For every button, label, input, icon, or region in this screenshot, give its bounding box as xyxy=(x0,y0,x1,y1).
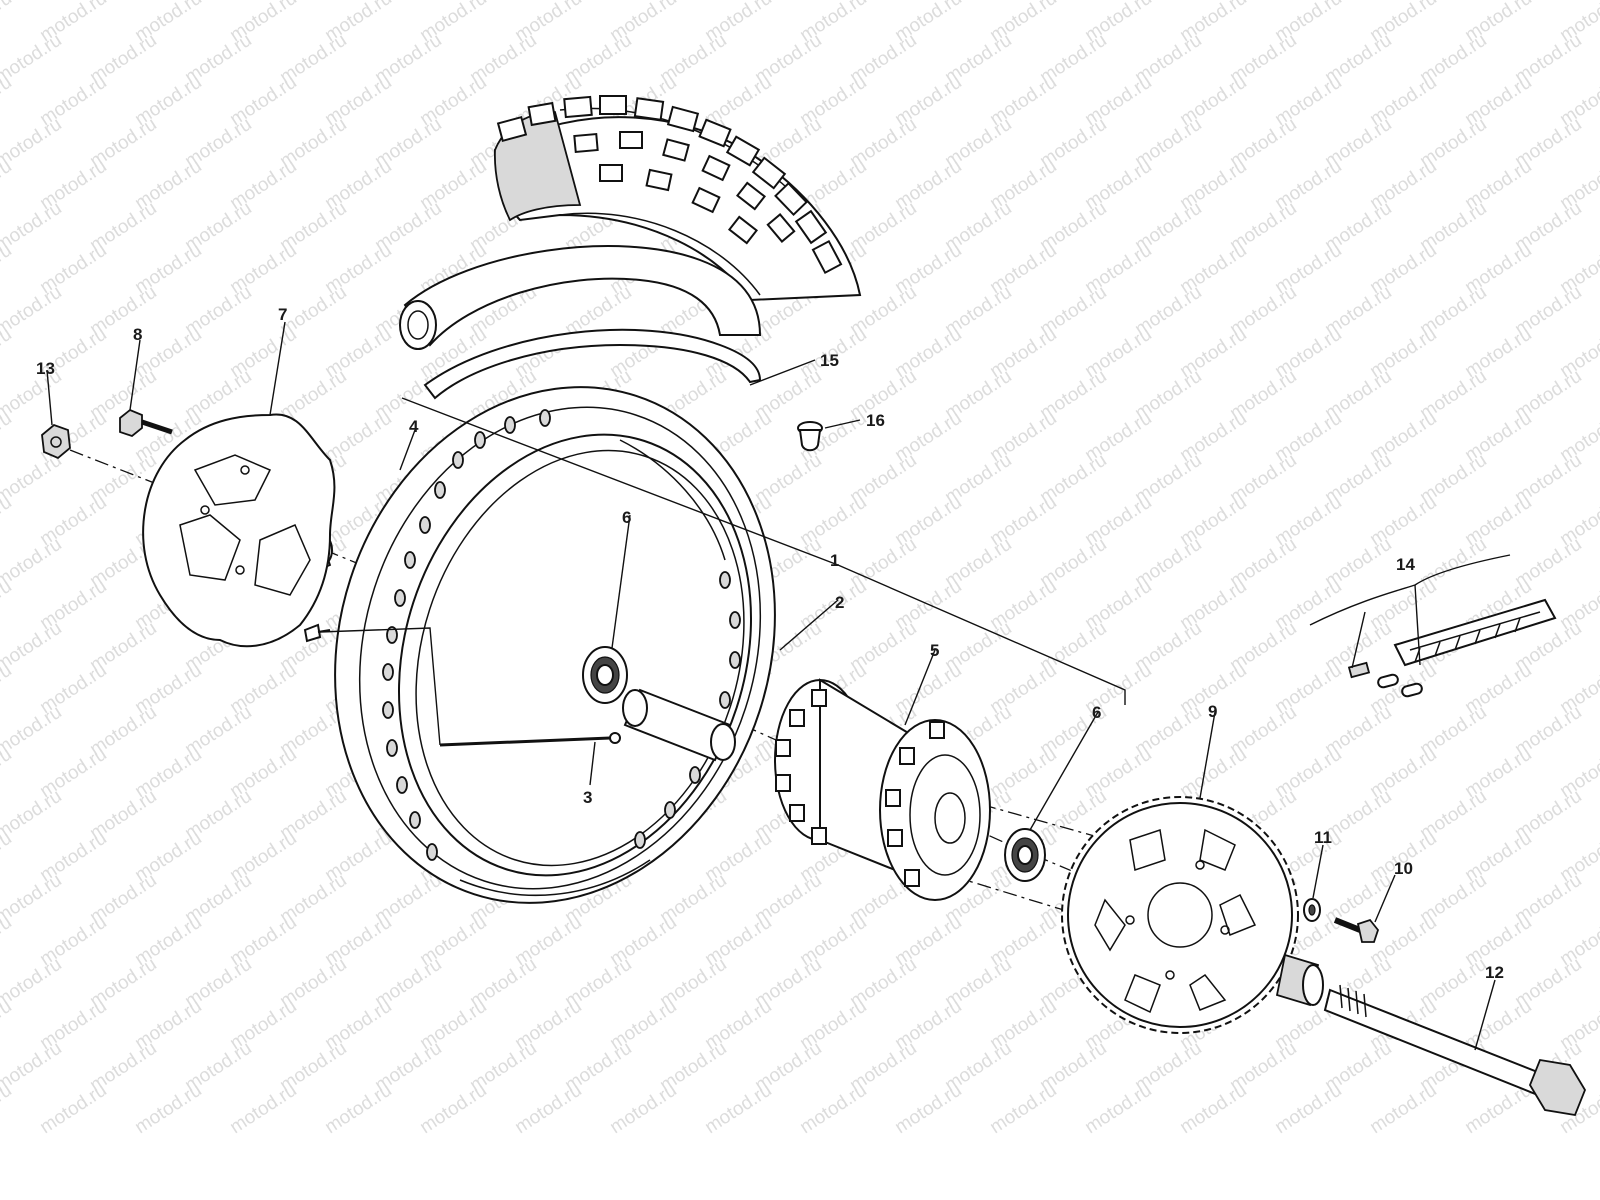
valve-cap xyxy=(797,421,823,452)
sprocket-bolt xyxy=(1333,917,1380,943)
part-number-13: 13 xyxy=(36,359,55,378)
part-number-10: 10 xyxy=(1394,859,1413,878)
bearing-left xyxy=(582,646,628,704)
bearing-right xyxy=(1004,828,1046,882)
axle xyxy=(1323,984,1587,1117)
part-number-7: 7 xyxy=(278,305,287,324)
part-number-6-right: 6 xyxy=(1092,703,1101,722)
disc-bolt xyxy=(119,408,173,438)
part-number-2: 2 xyxy=(835,593,844,612)
part-number-1: 1 xyxy=(830,551,839,570)
nut xyxy=(41,423,71,460)
sprocket xyxy=(1061,796,1299,1034)
part-number-15: 15 xyxy=(820,351,839,370)
part-number-8: 8 xyxy=(133,325,142,344)
brake-disc xyxy=(142,413,336,648)
part-number-9: 9 xyxy=(1208,702,1217,721)
part-number-12: 12 xyxy=(1485,963,1504,982)
chain xyxy=(1347,598,1557,698)
part-number-3: 3 xyxy=(583,788,592,807)
part-number-5: 5 xyxy=(930,641,939,660)
part-number-4: 4 xyxy=(409,417,419,436)
part-number-11: 11 xyxy=(1314,828,1332,847)
rim xyxy=(334,386,776,904)
hub xyxy=(774,678,991,901)
part-number-16: 16 xyxy=(866,411,885,430)
sprocket-washer xyxy=(1303,898,1321,922)
part-number-14: 14 xyxy=(1396,555,1415,574)
part-number-6-left: 6 xyxy=(622,508,631,527)
spacer-right xyxy=(1275,953,1324,1007)
